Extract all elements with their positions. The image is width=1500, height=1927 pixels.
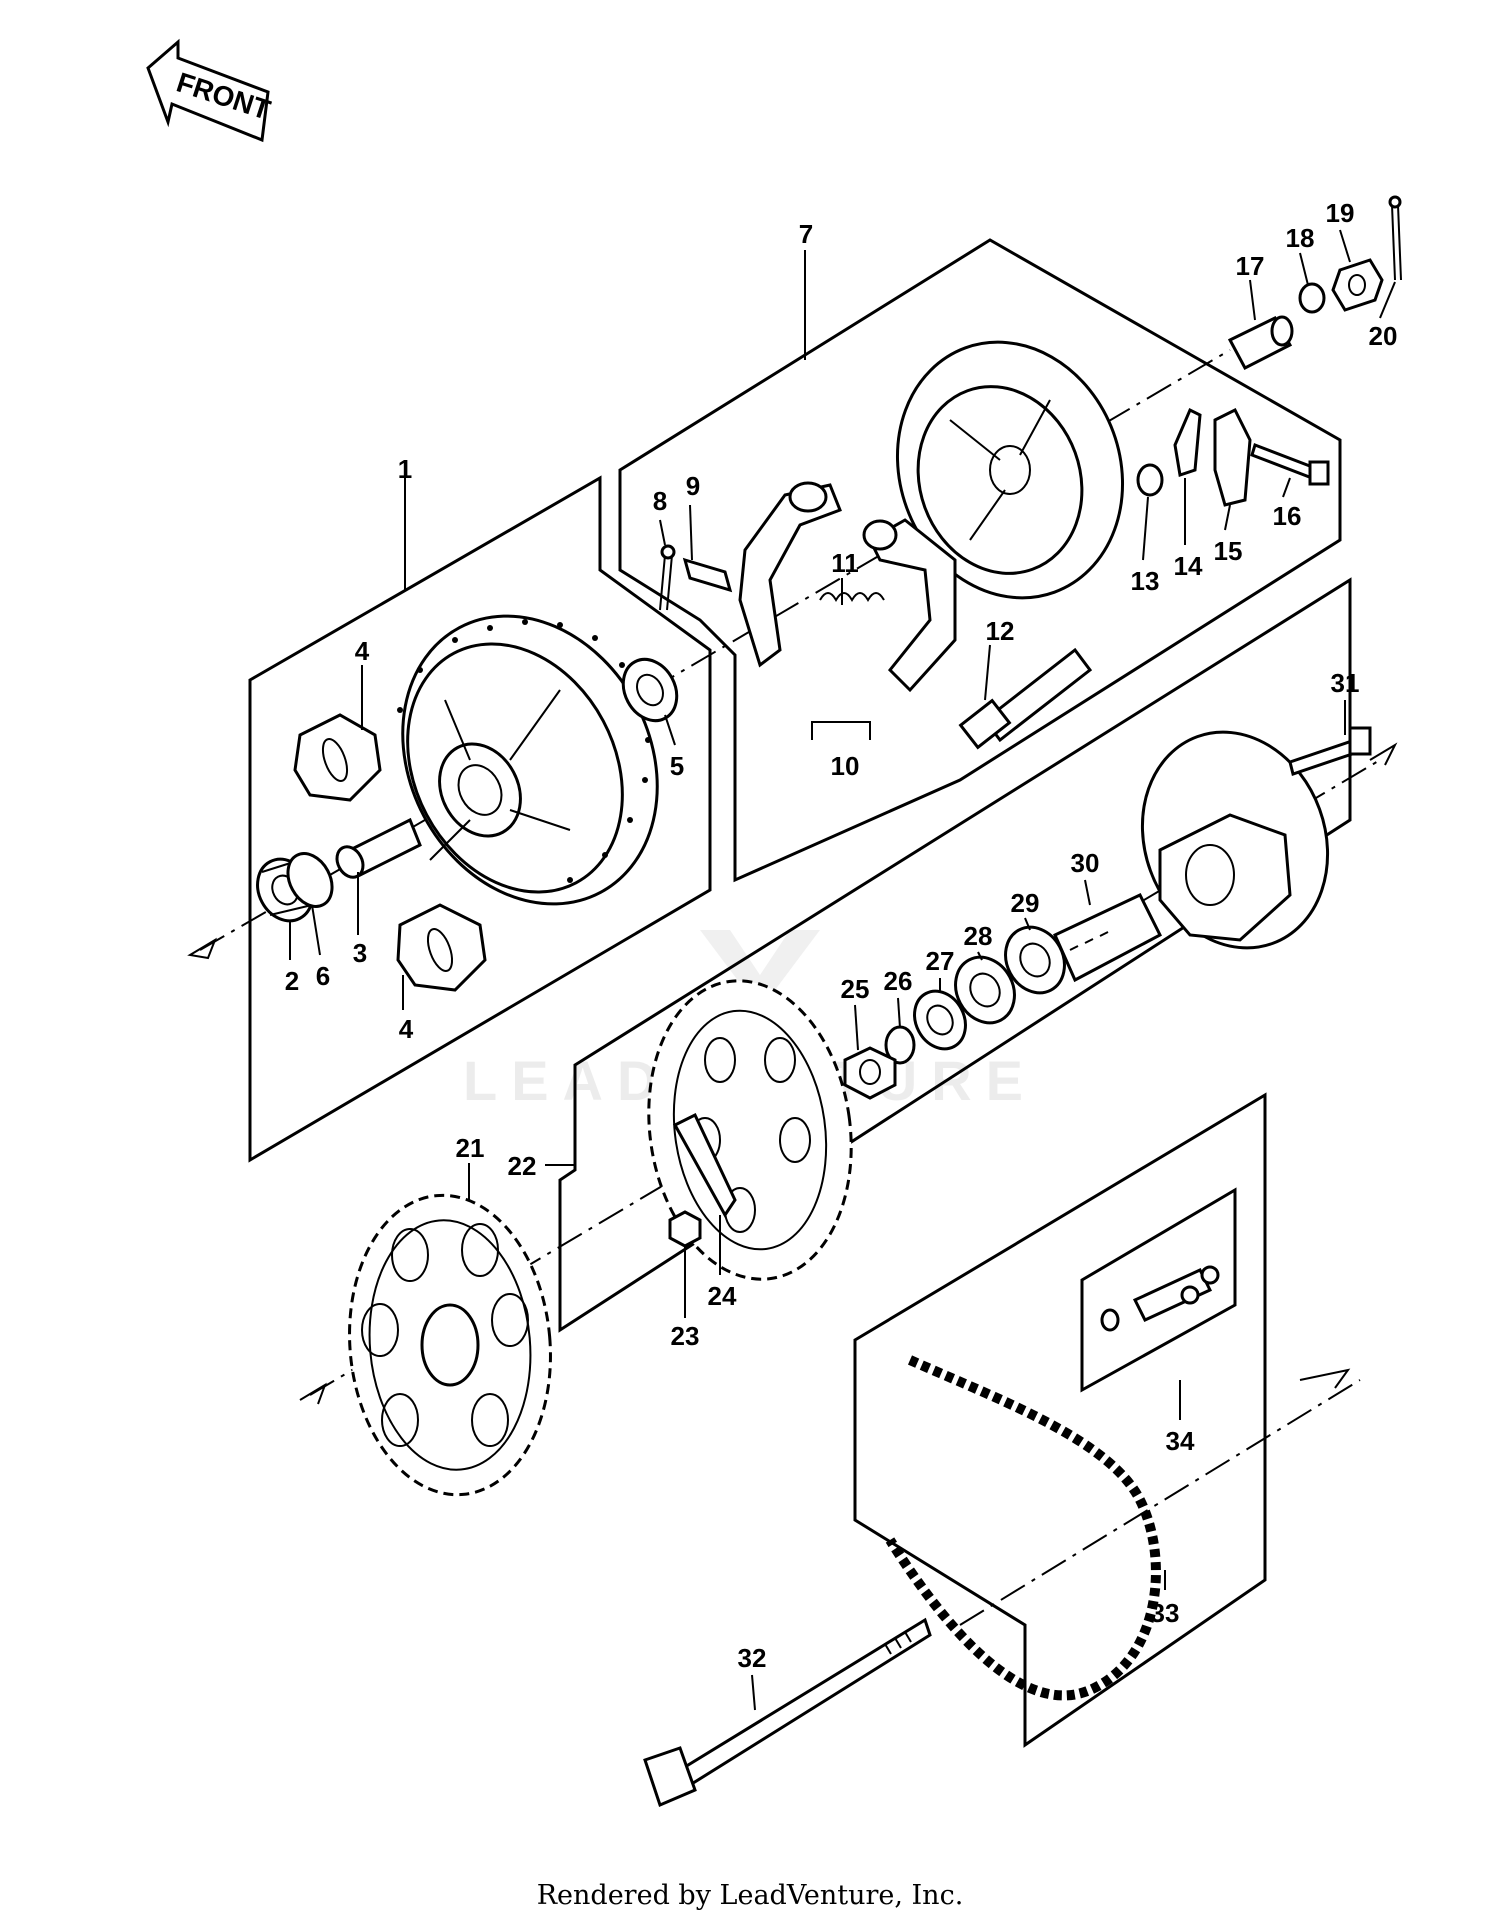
footer-credit: Rendered by LeadVenture, Inc. (536, 1880, 964, 1911)
callout-34: 34 (1166, 1426, 1195, 1456)
callout-33: 33 (1151, 1598, 1180, 1628)
callout-19: 19 (1326, 198, 1355, 228)
brake-shoes-10 (738, 481, 957, 693)
brake-cam-12 (958, 647, 1093, 750)
arm-15 (1213, 407, 1252, 507)
plate-9 (682, 557, 733, 593)
callout-20: 20 (1369, 321, 1398, 351)
callout-12: 12 (986, 616, 1015, 646)
spacer-3 (335, 817, 422, 879)
seal-6 (286, 852, 334, 908)
master-link-34 (1100, 1265, 1220, 1332)
callout-17: 17 (1236, 251, 1265, 281)
callout-labels: 1 2 3 4 4 5 6 7 8 9 10 11 12 13 14 15 16… (285, 198, 1398, 1673)
callout-11: 11 (831, 548, 859, 578)
rear-hub (397, 614, 659, 906)
sprocket-coupling (1140, 730, 1330, 950)
drive-chain-33 (885, 1355, 1161, 1701)
callout-23: 23 (671, 1321, 700, 1351)
callout-9: 9 (686, 471, 700, 501)
callout-6: 6 (316, 961, 330, 991)
spring-11 (819, 592, 885, 603)
callout-1: 1 (398, 454, 412, 484)
axis-arrow-icons (187, 742, 1398, 1405)
frame-hub (248, 475, 712, 1163)
callout-15: 15 (1214, 536, 1243, 566)
nut-19 (1331, 258, 1384, 312)
collar-30 (1053, 893, 1162, 983)
damper-4-upper (293, 713, 382, 802)
callout-2: 2 (285, 966, 299, 996)
bearing-5 (621, 657, 679, 723)
callout-21: 21 (456, 1133, 485, 1163)
sprocket-22 (647, 979, 853, 1281)
bolt-31 (1288, 726, 1372, 776)
nut-25 (843, 1046, 897, 1100)
callout-16: 16 (1273, 501, 1302, 531)
callout-29: 29 (1011, 888, 1040, 918)
bolt-16 (1250, 443, 1330, 486)
callout-32: 32 (738, 1643, 767, 1673)
brake-panel (895, 340, 1125, 600)
collar-27 (913, 989, 967, 1051)
callout-18: 18 (1286, 223, 1315, 253)
sleeve-17 (1227, 315, 1294, 371)
callout-8: 8 (653, 486, 667, 516)
frame-master-link (1080, 1187, 1237, 1393)
callout-30: 30 (1071, 848, 1100, 878)
cotter-pin-20 (1388, 195, 1402, 281)
damper-4-lower (396, 903, 487, 992)
sprocket-21 (348, 1193, 552, 1497)
washer-13 (1136, 463, 1164, 497)
callout-24: 24 (708, 1281, 737, 1311)
bearing-29 (1004, 925, 1066, 995)
callout-4-upper: 4 (355, 636, 370, 666)
callout-7: 7 (799, 219, 813, 249)
callout-10: 10 (831, 751, 860, 781)
front-arrow-icon: FRONT (146, 38, 274, 143)
axle-32 (643, 1617, 932, 1808)
lever-14 (1173, 407, 1202, 477)
lock-plate-24 (672, 1112, 737, 1218)
callout-26: 26 (884, 966, 913, 996)
callout-13: 13 (1131, 566, 1160, 596)
seal-28 (954, 955, 1016, 1025)
callout-14: 14 (1174, 551, 1203, 581)
nut-23 (668, 1210, 702, 1248)
callout-22: 22 (508, 1151, 537, 1181)
frame-brake-panel (618, 238, 1342, 883)
frame-sprocket-coupling (558, 577, 1352, 1333)
leader-lines (289, 229, 1396, 1711)
frame-chain (853, 1092, 1267, 1748)
callout-3: 3 (353, 938, 367, 968)
callout-31: 31 (1331, 668, 1360, 698)
callout-5: 5 (670, 751, 684, 781)
callout-4-lower: 4 (399, 1014, 414, 1044)
callout-25: 25 (841, 974, 870, 1004)
callout-27: 27 (926, 946, 955, 976)
cotter-pin-8 (659, 544, 676, 611)
callout-28: 28 (964, 921, 993, 951)
washer-18 (1298, 282, 1326, 314)
